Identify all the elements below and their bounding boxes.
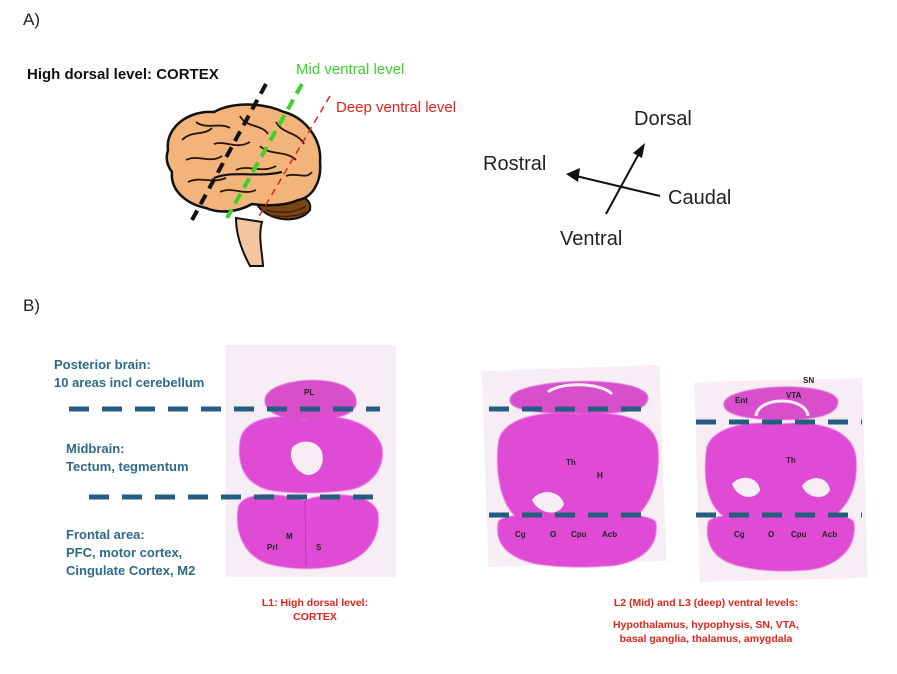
slice-l2-mid xyxy=(481,364,667,568)
struct-m: M xyxy=(286,532,293,541)
region-frontal-desc-1: PFC, motor cortex, xyxy=(66,545,183,560)
panel-label-a: A) xyxy=(23,10,40,29)
caption-l23-line3: basal ganglia, thalamus, amygdala xyxy=(619,633,793,645)
struct-s: S xyxy=(316,543,322,552)
axis-label-dorsal: Dorsal xyxy=(634,108,692,130)
region-midbrain: Midbrain: Tectum, tegmentum xyxy=(66,440,189,476)
struct-acb-mid: Acb xyxy=(602,530,618,539)
orientation-axes xyxy=(566,143,661,215)
struct-th-mid: Th xyxy=(566,458,576,467)
region-midbrain-title: Midbrain: xyxy=(66,441,125,456)
high-dorsal-level-label: High dorsal level: CORTEX xyxy=(27,66,219,83)
struct-sn: SN xyxy=(803,376,815,385)
region-posterior-desc: 10 areas incl cerebellum xyxy=(54,375,205,390)
human-brain-illustration xyxy=(165,103,322,267)
region-frontal-area: Frontal area: PFC, motor cortex, Cingula… xyxy=(66,526,195,580)
caption-l1-line2: CORTEX xyxy=(293,611,337,623)
struct-ent: Ent xyxy=(735,396,748,405)
region-posterior-title: Posterior brain: xyxy=(54,357,151,372)
struct-cg-mid: Cg xyxy=(515,530,526,539)
slice-l3-deep xyxy=(694,377,868,583)
mid-ventral-level-label: Mid ventral level xyxy=(296,61,405,78)
region-frontal-desc-2: Cingulate Cortex, M2 xyxy=(66,563,196,578)
region-midbrain-desc: Tectum, tegmentum xyxy=(66,459,189,474)
struct-o-deep: O xyxy=(768,530,775,539)
panel-label-b: B) xyxy=(23,296,40,315)
struct-pl: PL xyxy=(304,388,315,397)
struct-o-mid: O xyxy=(550,530,557,539)
region-frontal-title: Frontal area: xyxy=(66,527,145,542)
slice-l1-cortex xyxy=(226,345,396,577)
struct-vta: VTA xyxy=(786,391,802,400)
struct-cpu-mid: Cpu xyxy=(571,530,587,539)
axis-label-caudal: Caudal xyxy=(668,187,732,209)
caption-l23-line1: L2 (Mid) and L3 (deep) ventral levels: xyxy=(613,597,799,609)
struct-h: H xyxy=(597,471,603,480)
caption-l1: L1: High dorsal level: CORTEX xyxy=(240,596,390,624)
region-posterior-brain: Posterior brain: 10 areas incl cerebellu… xyxy=(54,356,204,392)
high-dorsal-cut-line xyxy=(190,83,268,221)
struct-th-deep: Th xyxy=(786,456,796,465)
caption-l2-l3: L2 (Mid) and L3 (deep) ventral levels: H… xyxy=(556,596,856,646)
caption-l1-line1: L1: High dorsal level: xyxy=(261,597,369,609)
struct-cg-deep: Cg xyxy=(734,530,745,539)
deep-ventral-level-label: Deep ventral level xyxy=(336,99,457,116)
struct-acb-deep: Acb xyxy=(822,530,838,539)
axis-label-rostral: Rostral xyxy=(483,153,547,175)
caption-l23-line2: Hypothalamus, hypophysis, SN, VTA, xyxy=(613,619,799,631)
axis-label-ventral: Ventral xyxy=(560,228,623,250)
struct-cpu-deep: Cpu xyxy=(791,530,807,539)
mid-ventral-cut-line xyxy=(225,83,304,219)
struct-prl: Prl xyxy=(267,543,278,552)
